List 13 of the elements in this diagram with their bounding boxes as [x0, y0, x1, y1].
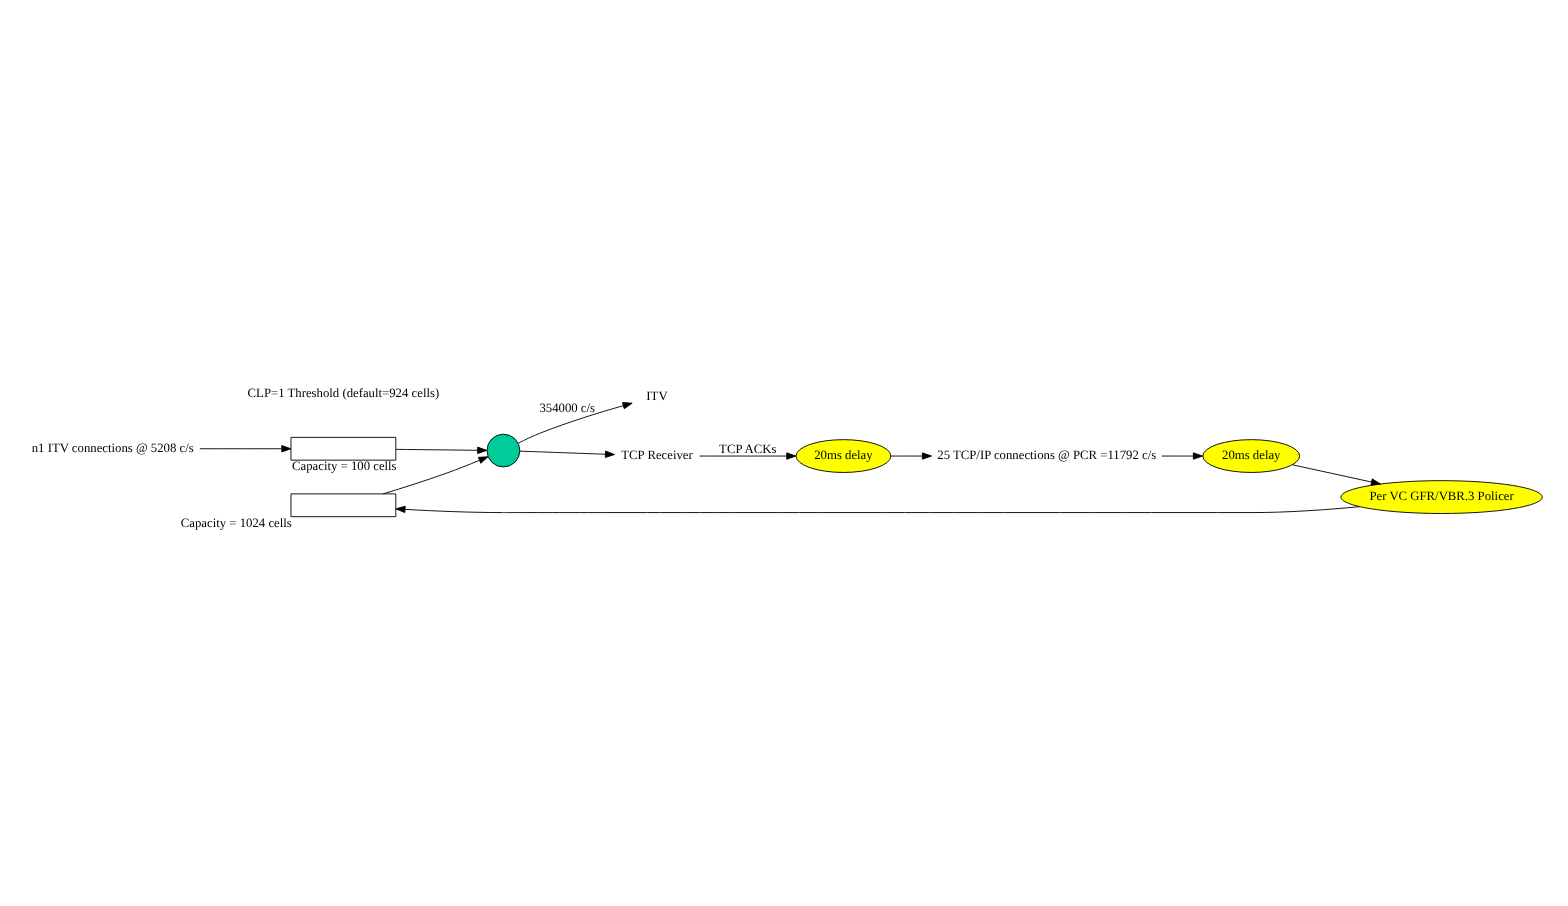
arrow — [395, 504, 1361, 513]
arrow — [382, 455, 489, 494]
arrow — [519, 449, 615, 457]
arrow — [395, 445, 488, 453]
arrow — [199, 444, 292, 452]
arrow — [1161, 451, 1203, 459]
arrow — [699, 451, 797, 459]
node-circle — [486, 432, 521, 467]
node-box — [290, 492, 397, 517]
arrow — [890, 451, 932, 459]
arrow — [517, 401, 633, 443]
arrow — [1291, 463, 1381, 485]
node-box — [290, 435, 397, 460]
